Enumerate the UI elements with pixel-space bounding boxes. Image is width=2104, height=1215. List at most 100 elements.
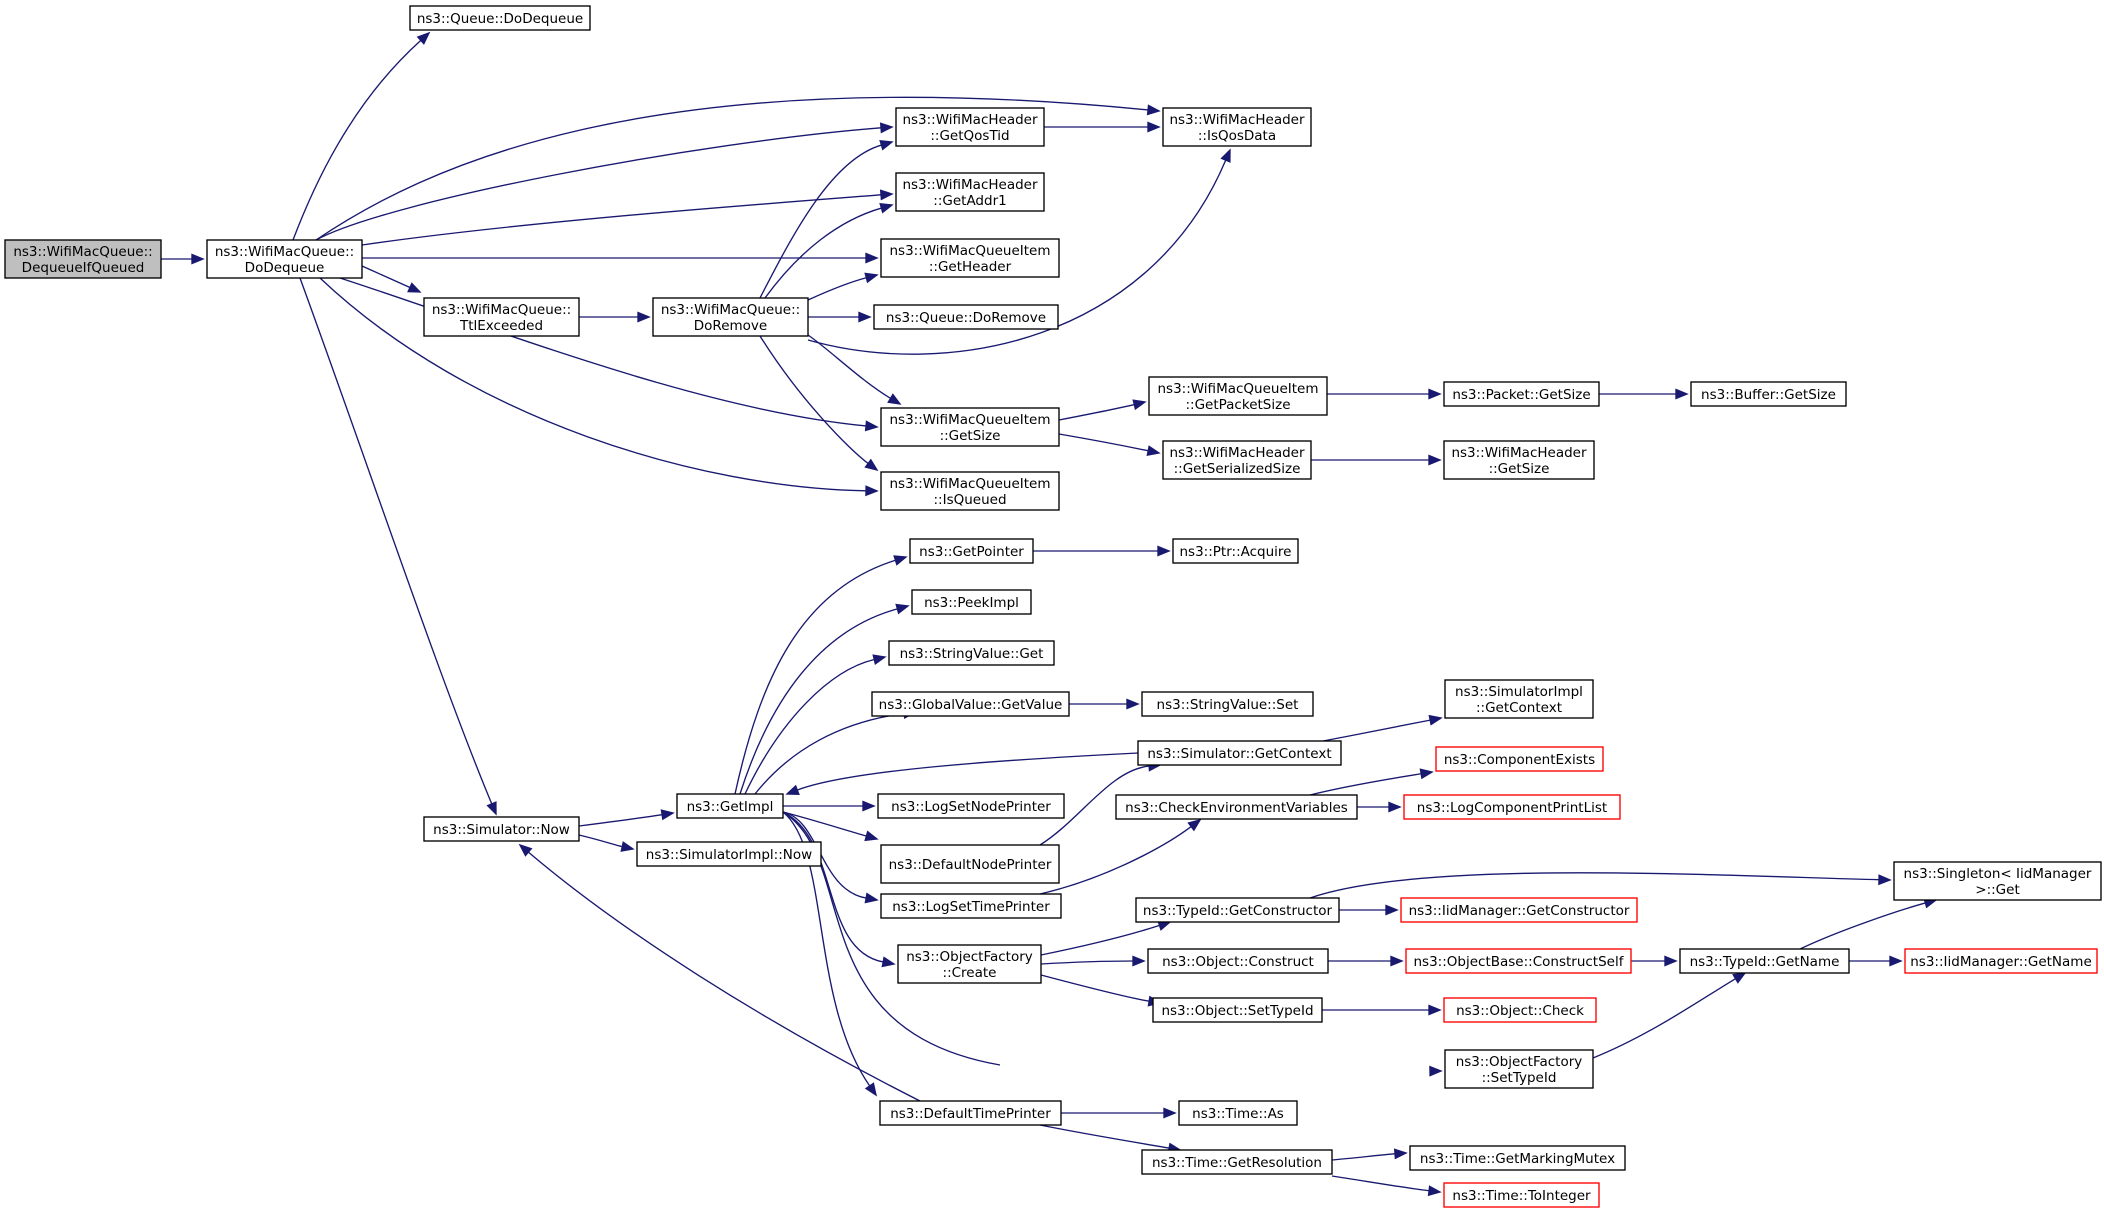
node-n4[interactable]: ns3::WifiMacHeader::IsQosData <box>1162 107 1312 147</box>
node-box <box>206 239 363 279</box>
node-n11[interactable]: ns3::WifiMacHeader::GetSerializedSize <box>1162 440 1312 480</box>
node-n46[interactable]: ns3::SimulatorImpl::Now <box>636 841 822 867</box>
node-box <box>895 107 1045 147</box>
node-box <box>423 297 580 337</box>
node-n39[interactable]: ns3::Object::Check <box>1443 997 1597 1023</box>
node-label: ns3::WifiMacQueueItem <box>889 243 1050 259</box>
node-n38[interactable]: ns3::Object::SetTypeId <box>1152 997 1323 1023</box>
node-n47[interactable]: ns3::WifiMacQueue::TtlExceeded <box>423 297 580 337</box>
node-n41[interactable]: ns3::DefaultTimePrinter <box>879 1100 1062 1126</box>
node-label: ns3::Time::As <box>1192 1106 1284 1122</box>
node-label: DequeueIfQueued <box>22 260 145 276</box>
node-n16[interactable]: ns3::GetPointer <box>909 538 1034 564</box>
arrowhead <box>1126 698 1140 710</box>
node-n18[interactable]: ns3::PeekImpl <box>911 589 1032 615</box>
node-label: TtlExceeded <box>459 318 543 334</box>
node-n26[interactable]: ns3::LogSetTimePrinter <box>880 893 1062 919</box>
node-n10[interactable]: ns3::Buffer::GetSize <box>1690 381 1847 407</box>
edge-n3-to-n4 <box>1044 121 1161 133</box>
node-label: ::GetAddr1 <box>933 193 1006 209</box>
arrowhead <box>1157 545 1171 557</box>
arrowhead <box>1427 1185 1442 1197</box>
node-n35[interactable]: ns3::ObjectBase::ConstructSelf <box>1405 948 1632 974</box>
node-n42[interactable]: ns3::Time::As <box>1178 1100 1298 1126</box>
node-n40[interactable]: ns3::ObjectFactory::SetTypeId <box>1444 1049 1594 1089</box>
node-n19[interactable]: ns3::StringValue::Get <box>888 640 1055 666</box>
arrowhead <box>637 311 651 323</box>
node-n29[interactable]: ns3::LogComponentPrintList <box>1403 794 1621 820</box>
node-n27[interactable]: ns3::CheckEnvironmentVariables <box>1115 794 1358 820</box>
node-n17[interactable]: ns3::Ptr::Acquire <box>1172 538 1299 564</box>
node-n43[interactable]: ns3::Time::GetResolution <box>1141 1149 1333 1175</box>
node-label: ns3::PeekImpl <box>924 595 1019 611</box>
node-n28[interactable]: ns3::ComponentExists <box>1435 746 1604 772</box>
edge-n27-to-n28 <box>1309 768 1434 796</box>
node-box <box>1162 107 1312 147</box>
node-n36[interactable]: ns3::TypeId::GetName <box>1679 948 1850 974</box>
node-n3[interactable]: ns3::WifiMacHeader::GetQosTid <box>895 107 1045 147</box>
node-box <box>877 793 1065 819</box>
node-n32[interactable]: ns3::IidManager::GetConstructor <box>1400 897 1638 923</box>
arrowhead <box>1664 955 1678 967</box>
node-n25[interactable]: ns3::SimulatorImpl::GetContext <box>1444 679 1594 719</box>
node-n15[interactable]: ns3::GetImpl <box>676 793 784 819</box>
edge-n41-to-n43 <box>1039 1124 1182 1154</box>
node-n37[interactable]: ns3::IidManager::GetName <box>1904 948 2098 974</box>
edge-line <box>782 811 867 837</box>
node-label: ns3::WifiMacHeader <box>902 177 1038 193</box>
node-n30[interactable]: ns3::ObjectFactory::Create <box>897 944 1042 984</box>
node-n2[interactable]: ns3::Queue::DoDequeue <box>409 5 591 31</box>
node-n24[interactable]: ns3::Simulator::GetContext <box>1137 740 1342 766</box>
node-label: ns3::GetImpl <box>687 799 774 815</box>
node-n7[interactable]: ns3::WifiMacQueueItem::GetSize <box>880 407 1060 447</box>
edge-line <box>315 96 1149 241</box>
node-n12[interactable]: ns3::WifiMacHeader::GetSize <box>1443 440 1595 480</box>
edge-n15-to-n30 <box>782 811 896 968</box>
node-n8[interactable]: ns3::WifiMacQueueItem::GetPacketSize <box>1148 376 1328 416</box>
node-n14[interactable]: ns3::Simulator::Now <box>423 816 580 842</box>
node-n6[interactable]: ns3::WifiMacQueueItem::GetHeader <box>880 238 1060 278</box>
edge-line <box>1799 902 1926 950</box>
node-label: ns3::WifiMacQueueItem <box>1157 381 1318 397</box>
node-box <box>1444 679 1594 719</box>
node-n20[interactable]: ns3::GlobalValue::GetValue <box>871 691 1070 717</box>
node-n0[interactable]: ns3::WifiMacQueue::DequeueIfQueued <box>4 239 162 279</box>
node-label: ns3::WifiMacQueue:: <box>215 244 354 260</box>
node-n23[interactable]: ns3::DefaultNodePrinter <box>880 844 1060 884</box>
nodes-layer: ns3::WifiMacQueue::DequeueIfQueuedns3::W… <box>4 5 2102 1208</box>
node-n13[interactable]: ns3::WifiMacQueueItem::IsQueued <box>880 471 1060 511</box>
node-n22[interactable]: ns3::LogSetNodePrinter <box>877 793 1065 819</box>
node-n48[interactable]: ns3::WifiMacQueue::DoRemove <box>652 297 809 337</box>
arrowhead <box>1428 714 1443 726</box>
node-n31[interactable]: ns3::TypeId::GetConstructor <box>1135 897 1340 923</box>
node-n1[interactable]: ns3::WifiMacQueue::DoDequeue <box>206 239 363 279</box>
node-box <box>895 172 1045 212</box>
node-box <box>1178 1100 1298 1126</box>
node-n44[interactable]: ns3::Time::GetMarkingMutex <box>1409 1145 1626 1171</box>
node-n33[interactable]: ns3::Singleton< IidManager >::Get <box>1893 861 2102 901</box>
node-box <box>1904 948 2098 974</box>
node-n34[interactable]: ns3::Object::Construct <box>1147 948 1329 974</box>
edge-n1-to-n3 <box>315 122 894 241</box>
node-n21[interactable]: ns3::StringValue::Set <box>1141 691 1314 717</box>
node-label: ns3::WifiMacQueueItem <box>889 412 1050 428</box>
edge-line <box>292 39 422 241</box>
edge-n48-to-n13 <box>759 335 879 472</box>
edge-n7-to-n8 <box>1058 399 1147 421</box>
edge-n48-to-n4 <box>807 148 1231 355</box>
node-n5[interactable]: ns3::WifiMacHeader::GetAddr1 <box>895 172 1045 212</box>
node-label: ns3::GetPointer <box>919 544 1024 560</box>
edge-line <box>1331 1175 1430 1192</box>
node-box <box>4 239 162 279</box>
arrowhead <box>1147 121 1161 133</box>
node-box <box>1141 1149 1333 1175</box>
node-n45[interactable]: ns3::Time::ToInteger <box>1443 1182 1600 1208</box>
arrowhead <box>865 252 879 264</box>
node-label: ns3::Object::Construct <box>1162 954 1314 970</box>
node-box <box>1443 440 1595 480</box>
node-label: ns3::Queue::DoRemove <box>886 310 1046 326</box>
edge-line <box>1058 433 1149 452</box>
node-n49[interactable]: ns3::Queue::DoRemove <box>873 304 1059 330</box>
arrowhead <box>864 272 879 284</box>
node-n9[interactable]: ns3::Packet::GetSize <box>1443 381 1600 407</box>
